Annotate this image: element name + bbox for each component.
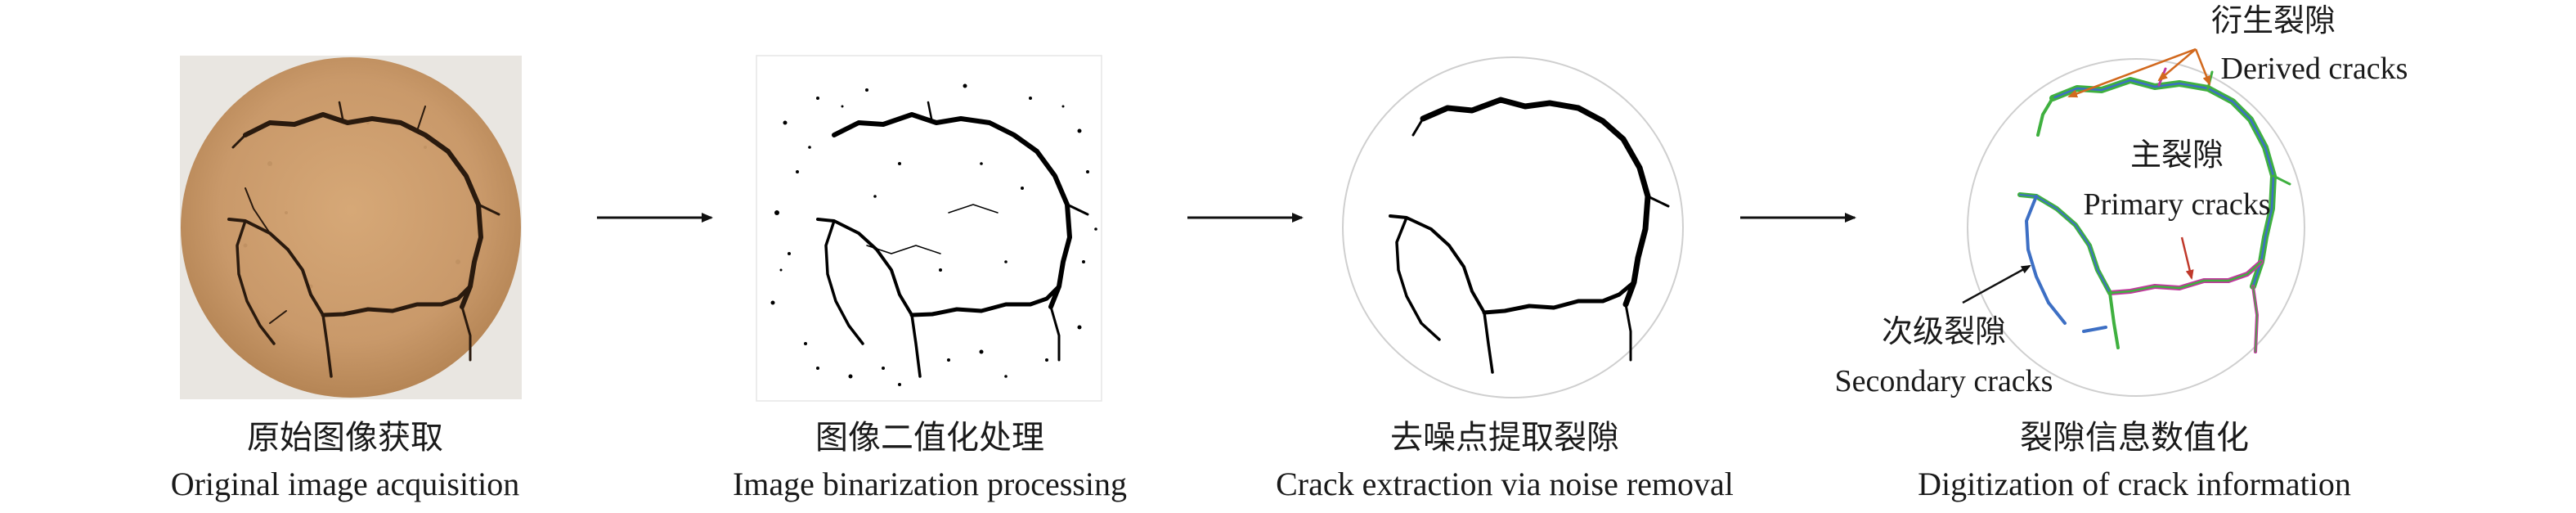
step-3-title-en: Crack extraction via noise removal <box>1276 466 1734 502</box>
panel-denoised-image <box>1342 56 1684 398</box>
step-1-title-en: Original image acquisition <box>171 466 520 502</box>
step-3-title-cn: 去噪点提取裂隙 <box>1390 419 1619 457</box>
binarization-noise <box>770 83 1097 386</box>
step-2-title-cn: 图像二值化处理 <box>815 419 1044 457</box>
step-4-title-en: Digitization of crack information <box>1918 466 2351 502</box>
step-4-title-cn: 裂隙信息数值化 <box>2020 419 2249 457</box>
derived-cracks-label-cn: 衍生裂隙 <box>2211 2 2336 38</box>
binarized-cracks <box>816 101 1089 378</box>
step-1-title-cn: 原始图像获取 <box>247 419 443 457</box>
step-2-title-en: Image binarization processing <box>733 466 1127 502</box>
primary-cracks-label-en: Primary cracks <box>2084 187 2271 222</box>
panel-original-image <box>180 56 522 399</box>
secondary-cracks-label-en: Secondary cracks <box>1835 364 2053 398</box>
panel-digitized-image: 衍生裂隙 Derived cracks 主裂隙 Primary cracks 次… <box>1835 2 2408 398</box>
extracted-cracks <box>1389 97 1670 374</box>
captions: 原始图像获取 Original image acquisition 图像二值化处… <box>171 419 2351 502</box>
panel-binarized-image <box>756 55 1102 402</box>
primary-cracks-label-cn: 主裂隙 <box>2130 137 2224 173</box>
original-cracks <box>227 101 500 378</box>
annotation-arrows <box>1962 47 2211 304</box>
derived-cracks-label-en: Derived cracks <box>2221 52 2408 86</box>
secondary-cracks-label-cn: 次级裂隙 <box>1882 313 2006 349</box>
